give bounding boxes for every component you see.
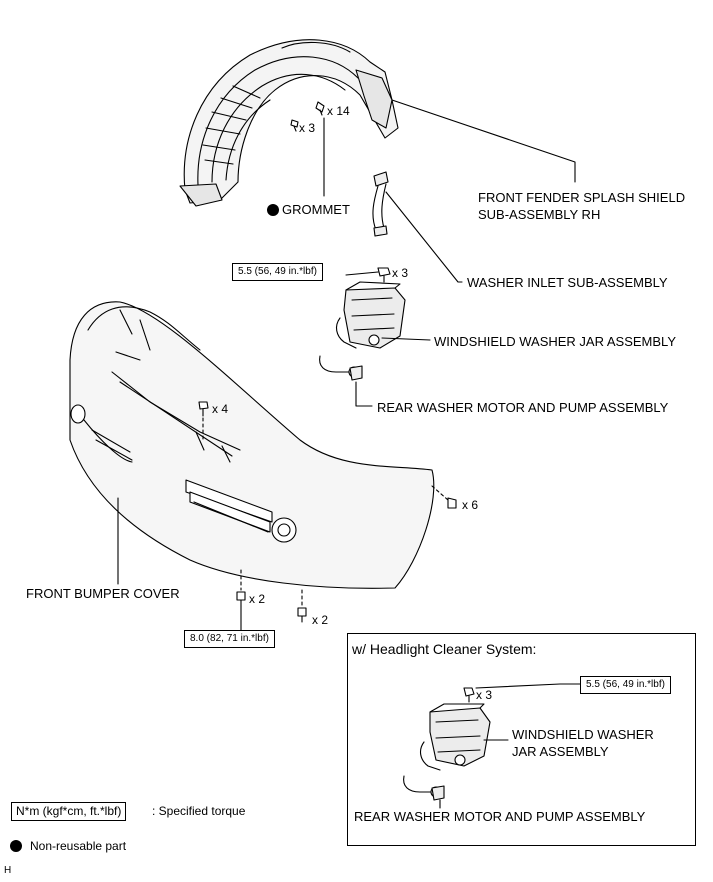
rear-motor-leader: [355, 381, 373, 407]
jar-bolt-torque: 5.5 (56, 49 in.*lbf): [232, 263, 323, 281]
fender-splash-shield-drawing: [179, 39, 399, 207]
jar-bolt-icon: [377, 267, 391, 283]
bumper-side-qty: x 6: [462, 498, 479, 512]
bumper-bottom-bolt-b-icon: [297, 607, 307, 623]
inset-bolt-qty: x 3: [476, 688, 493, 702]
washer-inlet-leader: [385, 191, 463, 283]
bumper-bottom-torque: 8.0 (82, 71 in.*lbf): [184, 630, 275, 648]
inset-bolt-icon: [463, 687, 475, 703]
washer-inlet-label: WASHER INLET SUB-ASSEMBLY: [467, 275, 668, 290]
fender-label-line2: SUB-ASSEMBLY RH: [478, 207, 601, 222]
front-bumper-cover-drawing: [69, 301, 435, 589]
inset-jar-label-line2: JAR ASSEMBLY: [512, 744, 609, 759]
bumper-side-bolt-icon: [447, 497, 457, 509]
rear-washer-motor-drawing: [319, 355, 363, 381]
bumper-top-qty: x 4: [212, 402, 229, 416]
footer-code: H: [4, 865, 12, 876]
torque-legend-desc: : Specified torque: [152, 804, 246, 818]
jar-torque-leader: [345, 271, 379, 276]
fender-screw-qty: x 3: [299, 121, 316, 135]
bumper-label: FRONT BUMPER COVER: [26, 586, 180, 601]
nonreusable-legend-text: Non-reusable part: [30, 839, 127, 853]
inset-jar-label-line1: WINDSHIELD WASHER: [512, 727, 654, 742]
inset-washer-jar-drawing: [419, 703, 491, 771]
washer-jar-drawing: [335, 281, 406, 349]
headlight-cleaner-inset: [347, 633, 696, 846]
jar-bolt-qty: x 3: [392, 266, 409, 280]
fender-screw-icon: [290, 119, 299, 132]
washer-inlet-drawing: [372, 171, 389, 237]
inset-torque: 5.5 (56, 49 in.*lbf): [580, 676, 671, 694]
bumper-bottom-qty-b: x 2: [312, 613, 329, 627]
fender-leader: [391, 99, 576, 183]
bumper-top-bolt-icon: [198, 401, 209, 417]
grommet-label: GROMMET: [282, 202, 350, 217]
inset-rear-motor-label: REAR WASHER MOTOR AND PUMP ASSEMBLY: [354, 809, 646, 824]
inset-torque-leader: [475, 683, 581, 689]
washer-jar-label: WINDSHIELD WASHER JAR ASSEMBLY: [434, 334, 676, 349]
bumper-bottom-bolt-a-icon: [236, 591, 246, 607]
fender-label-line1: FRONT FENDER SPLASH SHIELD: [478, 190, 686, 205]
torque-legend-box: N*m (kgf*cm, ft.*lbf): [11, 802, 127, 821]
inset-title: w/ Headlight Cleaner System:: [352, 641, 537, 657]
washer-jar-leader: [381, 337, 431, 341]
grommet-nonreusable-icon: [267, 204, 279, 216]
bumper-side-dash: [431, 485, 449, 501]
inset-rear-motor-drawing: [403, 775, 445, 801]
nonreusable-legend-icon: [10, 840, 22, 852]
bumper-bottom-qty-a: x 2: [249, 592, 266, 606]
rear-motor-label: REAR WASHER MOTOR AND PUMP ASSEMBLY: [377, 400, 669, 415]
fender-clip-qty: x 14: [327, 104, 350, 118]
fender-clip-icon: [315, 101, 325, 116]
